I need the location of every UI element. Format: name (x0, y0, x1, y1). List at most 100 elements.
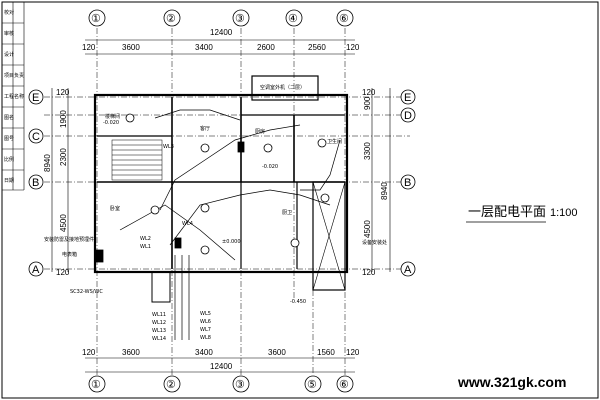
dimension-segment: 120 (82, 43, 96, 52)
dimension-total: 12400 (210, 362, 233, 371)
wiring (119, 109, 341, 340)
circuit-label: WL13 (152, 328, 166, 334)
light-fixture (200, 143, 210, 153)
level-mark: -0.020 (103, 120, 119, 126)
light-fixture (200, 245, 210, 255)
building-walls (93, 75, 349, 303)
title-block-cell: 图名 (4, 114, 14, 121)
left-axis-bubbles: E C B A (28, 89, 44, 277)
dimension-segment: 1900 (59, 110, 68, 128)
axis-label-bottom: ⑥ (339, 379, 349, 391)
title-block-cell: 工程名称 (4, 93, 24, 100)
label-room: 卫生间 (327, 138, 342, 145)
label-room: 厨卫 (282, 210, 292, 216)
axis-label-right: E (404, 92, 411, 104)
drawing-title: 一层配电平面 (468, 205, 546, 220)
axis-label-top: ③ (235, 13, 245, 25)
circuit-label: WL2 (140, 236, 151, 242)
circuit-label: WL14 (152, 336, 166, 342)
axis-label-bottom: ⑤ (307, 379, 317, 391)
dimension-segment: 3400 (195, 348, 213, 357)
circuit-label: WL7 (200, 327, 211, 333)
label-feed-note: 安装防雷及接地预埋件 (44, 236, 94, 243)
title-block-cell: 日期 (4, 178, 14, 184)
circuit-label: WL8 (200, 335, 211, 341)
axis-lines (44, 28, 410, 375)
bottom-axis-bubbles: ① ② ③ ⑤ ⑥ (88, 375, 354, 393)
axis-label-top: ⑥ (339, 13, 349, 25)
dimension-segment: 4500 (59, 214, 68, 232)
label-cable: SC32-WS/WC (70, 289, 103, 295)
circuit-label: WL3 (163, 144, 174, 150)
dimension-segment: 120 (56, 268, 70, 277)
label-room: 楼梯间 (105, 113, 120, 120)
right-axis-bubbles: E D B A (400, 89, 416, 277)
axis-label-right: D (404, 110, 412, 122)
dimension-segment: 3600 (268, 348, 286, 357)
label-room: 卧室 (110, 205, 120, 212)
switch-box (237, 141, 245, 153)
dimension-segment: 3400 (195, 43, 213, 52)
title-block-cell: 项目负责 (4, 72, 24, 79)
axis-label-left: A (32, 264, 40, 276)
fixtures (94, 113, 330, 263)
dimension-segment: 120 (56, 88, 70, 97)
dimension-segment: 2600 (257, 43, 275, 52)
dimension-total: 8940 (43, 154, 52, 172)
plan-labels: 空调室外机（二层） 卧室 客厅 厨房 卫生间 楼梯间 厨卫 ±0.000 -0.… (44, 84, 387, 342)
circuit-label: WL5 (200, 311, 211, 317)
label-right-note: 设备安装处 (362, 239, 387, 246)
label-meter: 电表箱 (62, 251, 77, 258)
dimension-segment: 120 (362, 268, 376, 277)
dimension-segment: 4500 (363, 220, 372, 238)
circuit-label: WL6 (200, 319, 211, 325)
level-mark: ±0.000 (222, 239, 241, 245)
left-dimensions: 120 1900 2300 4500 120 8940 (43, 88, 70, 277)
dimension-segment: 120 (346, 43, 360, 52)
axis-label-right: B (404, 177, 411, 189)
dimension-segment: 2560 (308, 43, 326, 52)
drawing-title-group: 一层配电平面 1:100 (466, 205, 578, 223)
dimension-segment: 1560 (317, 348, 335, 357)
top-dimensions: 12400 120 3600 3400 2600 2560 120 (82, 28, 360, 55)
dimension-segment: 120 (346, 348, 360, 357)
axis-label-left: B (32, 177, 39, 189)
dimension-total: 8940 (380, 182, 389, 200)
title-block-cell: 审核 (4, 30, 14, 37)
dimension-total: 12400 (210, 28, 233, 37)
title-block-cell: 校对 (4, 9, 14, 16)
axis-label-top: ① (91, 13, 101, 25)
watermark: www.321gk.com (457, 374, 566, 390)
light-fixture (317, 138, 327, 148)
dimension-segment: 120 (82, 348, 96, 357)
axis-label-bottom: ① (91, 379, 101, 391)
stairs (111, 139, 163, 181)
circuit-label: WL12 (152, 320, 166, 326)
light-fixture (125, 113, 135, 123)
label-room: 厨房 (255, 128, 265, 135)
bottom-dimensions: 120 3600 3400 3600 1560 120 12400 (82, 348, 360, 373)
title-block-cell: 图号 (4, 136, 14, 142)
label-top-box: 空调室外机（二层） (260, 84, 305, 91)
dimension-segment: 2300 (59, 148, 68, 166)
switch-box (174, 237, 182, 249)
drawing-scale: 1:100 (550, 207, 578, 219)
switch-box (94, 249, 104, 263)
light-fixture (320, 193, 330, 203)
title-block: 校对 审核 设计 项目负责 工程名称 图名 图号 比例 日期 (2, 2, 25, 191)
title-block-cell: 比例 (4, 156, 14, 163)
axis-label-bottom: ③ (235, 379, 245, 391)
label-room: 客厅 (200, 125, 210, 132)
light-fixture (200, 203, 210, 213)
light-fixture (150, 205, 160, 215)
circuit-label: WL1 (140, 244, 151, 250)
level-mark: -0.450 (290, 299, 306, 305)
dimension-segment: 3600 (122, 43, 140, 52)
axis-label-top: ④ (288, 13, 298, 25)
title-block-cell: 设计 (4, 51, 14, 58)
dimension-segment: 3600 (122, 348, 140, 357)
axis-label-bottom: ② (166, 379, 176, 391)
axis-label-left: C (32, 131, 40, 143)
level-mark: -0.020 (262, 164, 278, 170)
